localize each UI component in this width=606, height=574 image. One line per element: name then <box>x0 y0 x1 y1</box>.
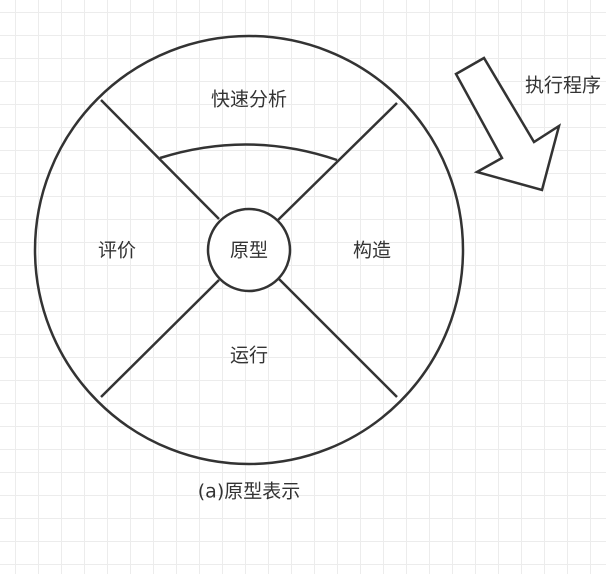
outer-circle <box>33 34 465 466</box>
sector-label-bottom: 运行 <box>230 345 268 367</box>
arrow-label: 执行程序 <box>525 75 601 97</box>
inner-arc <box>159 143 338 162</box>
divider-bottom-right <box>278 278 398 398</box>
divider-bottom-left <box>100 279 220 398</box>
divider-top-left <box>100 99 220 220</box>
sector-label-right: 构造 <box>353 240 391 262</box>
divider-top-right <box>277 102 398 221</box>
sector-label-top: 快速分析 <box>211 89 287 111</box>
center-circle <box>206 207 292 293</box>
sector-label-left: 评价 <box>98 240 136 262</box>
arrow-down-right-icon <box>454 56 562 192</box>
center-label: 原型 <box>230 240 268 262</box>
diagram-caption: (a)原型表示 <box>198 481 300 503</box>
